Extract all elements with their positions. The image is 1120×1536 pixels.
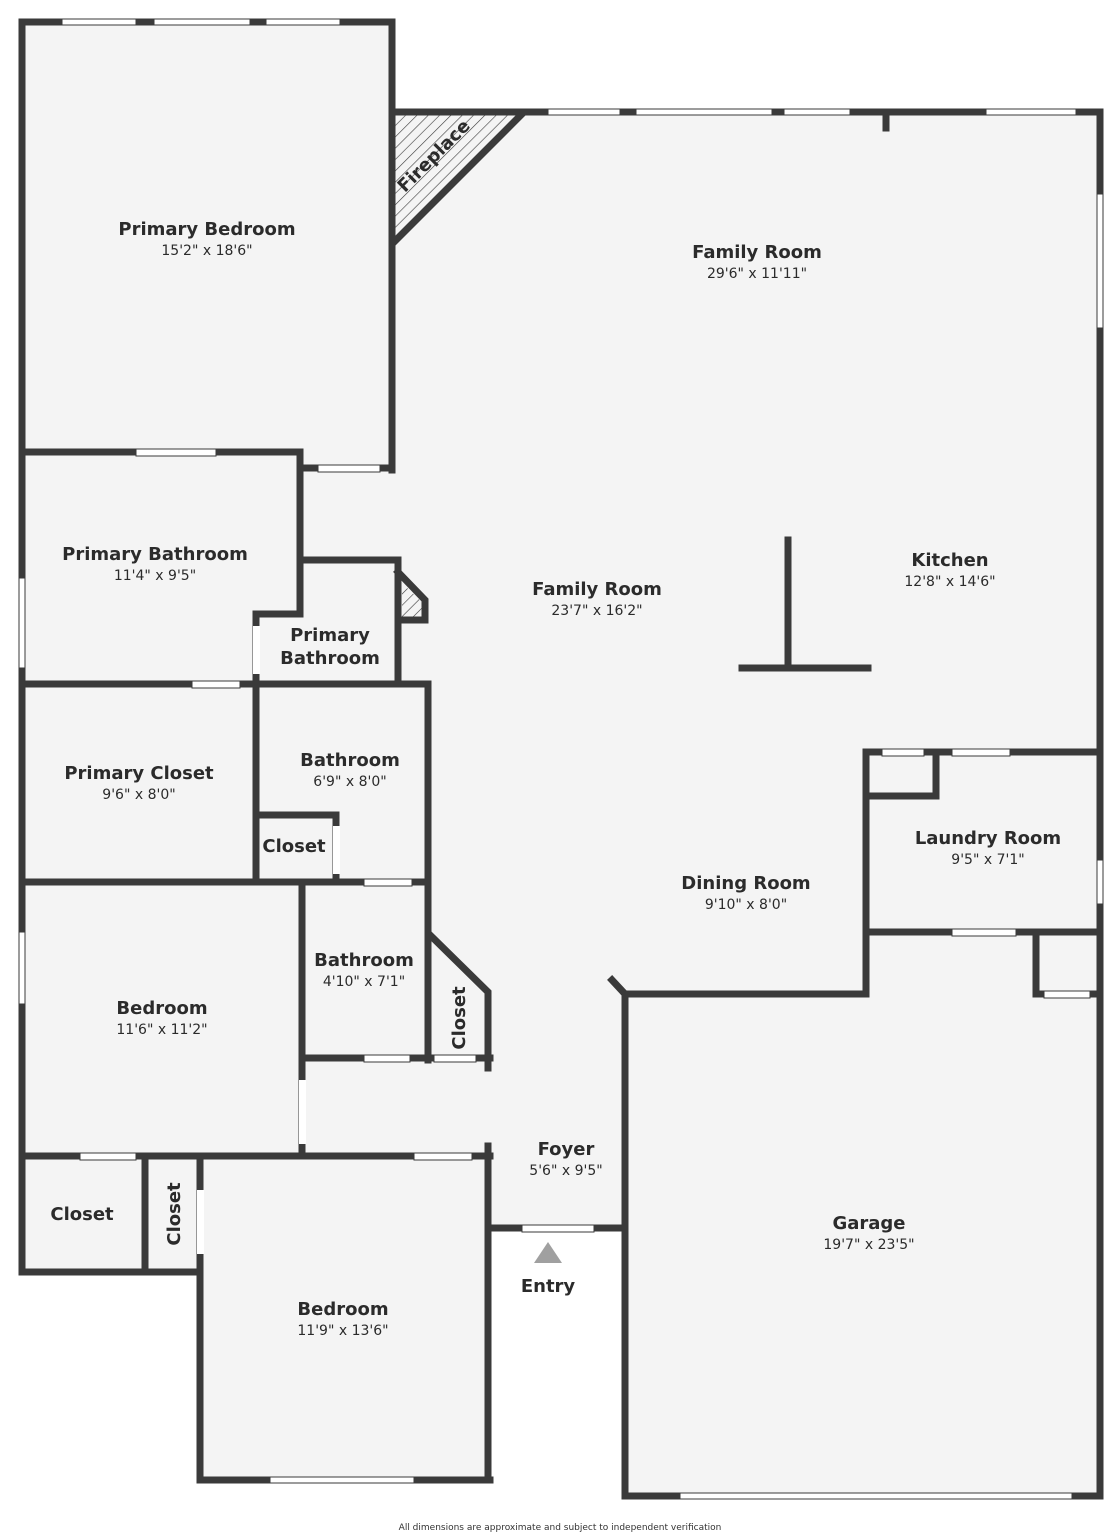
family-room-top-dim: 29'6" x 11'11" xyxy=(707,266,807,282)
bathroom-1-dim: 6'9" x 8'0" xyxy=(313,774,386,790)
small-hatch xyxy=(402,583,424,618)
disclaimer-footnote: All dimensions are approximate and subje… xyxy=(399,1523,722,1533)
primary-bedroom-dim: 15'2" x 18'6" xyxy=(161,243,252,259)
bathroom-1-label: Bathroom xyxy=(300,750,400,771)
family-room-mid-dim: 23'7" x 16'2" xyxy=(551,603,642,619)
foyer-dim: 5'6" x 9'5" xyxy=(529,1163,602,1179)
bedroom-2-dim: 11'9" x 13'6" xyxy=(297,1323,388,1339)
garage-label: Garage xyxy=(832,1213,905,1234)
dining-room-dim: 9'10" x 8'0" xyxy=(705,897,787,913)
bathroom-2-dim: 4'10" x 7'1" xyxy=(323,974,405,990)
family-room-mid-label: Family Room xyxy=(532,579,662,600)
primary-bathroom-label: Primary Bathroom xyxy=(62,544,248,565)
bathroom-2-label: Bathroom xyxy=(314,950,414,971)
primary-bedroom-label: Primary Bedroom xyxy=(118,219,295,240)
closet-4-label: Closet xyxy=(164,1182,185,1246)
kitchen-dim: 12'8" x 14'6" xyxy=(904,574,995,590)
entry-arrow-icon xyxy=(534,1242,562,1263)
primary-closet-dim: 9'6" x 8'0" xyxy=(102,787,175,803)
primary-closet-label: Primary Closet xyxy=(64,763,214,784)
bedroom-2-label: Bedroom xyxy=(297,1299,388,1320)
opening-edges xyxy=(79,448,1091,1233)
dining-room-label: Dining Room xyxy=(681,873,810,894)
primary-bathroom-dim: 11'4" x 9'5" xyxy=(114,568,196,584)
closet-2-label: Closet xyxy=(449,986,470,1050)
door-openings xyxy=(80,449,1090,1254)
windows xyxy=(18,18,1104,1500)
kitchen-label: Kitchen xyxy=(911,550,988,571)
laundry-room-dim: 9'5" x 7'1" xyxy=(951,852,1024,868)
foyer-label: Foyer xyxy=(538,1139,595,1160)
garage-dim: 19'7" x 23'5" xyxy=(823,1237,914,1253)
laundry-room-label: Laundry Room xyxy=(915,828,1061,849)
primary-bathroom-small-label-2: Bathroom xyxy=(280,648,380,669)
entry-label: Entry xyxy=(521,1276,576,1297)
closet-3-label: Closet xyxy=(50,1204,114,1225)
family-room-top-label: Family Room xyxy=(692,242,822,263)
bedroom-1-label: Bedroom xyxy=(116,998,207,1019)
primary-bathroom-small-label-1: Primary xyxy=(290,625,370,646)
bedroom-1-dim: 11'6" x 11'2" xyxy=(116,1022,207,1038)
floor-fills xyxy=(22,22,1100,1496)
closet-1-label: Closet xyxy=(262,836,326,857)
